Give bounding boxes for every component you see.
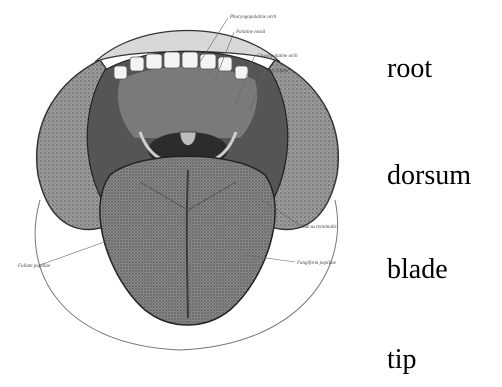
label-palatine-tonsil: Palatine tonsil xyxy=(235,30,266,35)
mouth-tongue-illustration: Pharyngopalatine arch Palatine tonsil Gl… xyxy=(0,0,372,387)
term-dorsum: dorsum xyxy=(387,162,471,190)
label-buccinator: Buccinator xyxy=(267,69,289,74)
label-glossopalatine-arch: Glossopalatine arch xyxy=(257,54,298,59)
label-sulcus-terminalis: Sulcus terminalis xyxy=(302,225,337,230)
label-pharyngopalatine-arch: Pharyngopalatine arch xyxy=(229,15,277,20)
term-blade: blade xyxy=(387,256,448,284)
label-foliate-papillae: Foliate papillae xyxy=(17,264,51,269)
label-fungiform-papillae: Fungiform papillae xyxy=(296,261,337,266)
median-sulcus xyxy=(187,170,188,318)
term-tip: tip xyxy=(387,346,417,374)
term-root: root xyxy=(387,55,432,83)
